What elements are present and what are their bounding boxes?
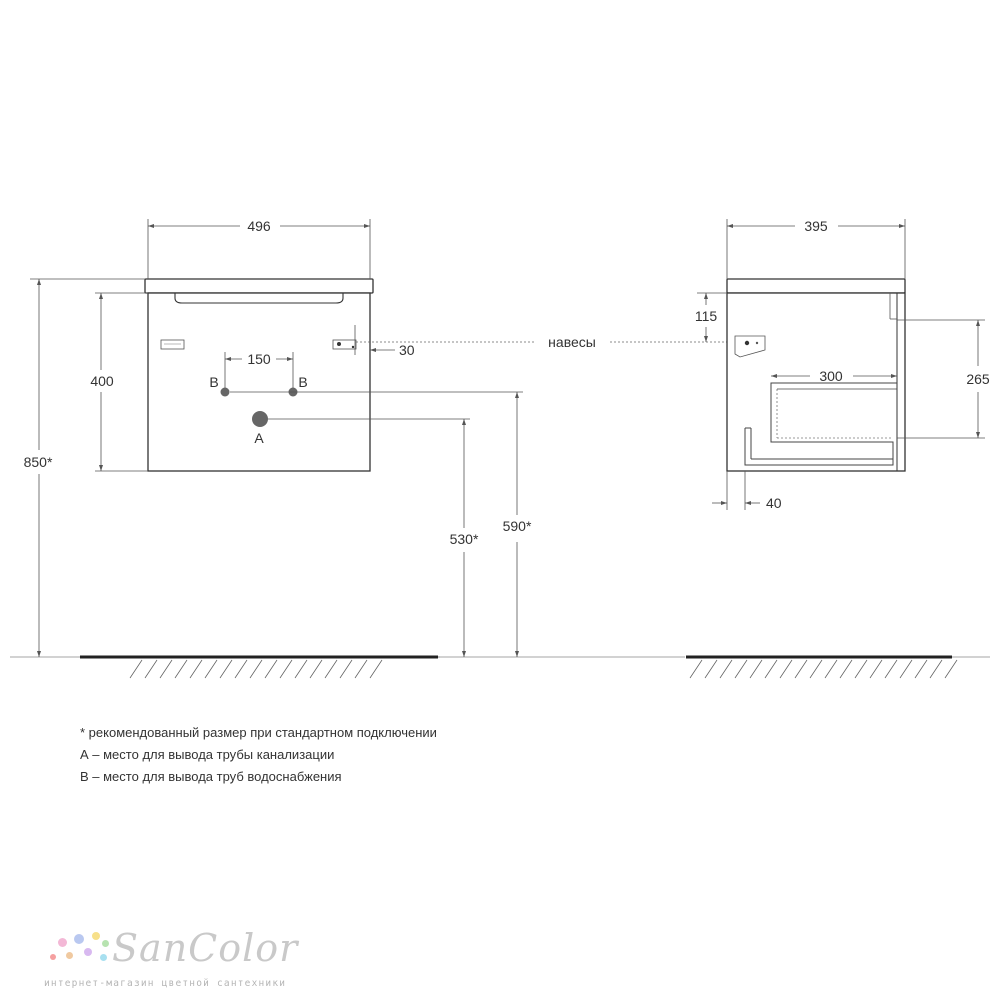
hatch-line (354, 659, 368, 679)
front-countertop (144, 278, 374, 294)
hatch-line (779, 659, 793, 679)
side-drawer (744, 382, 897, 466)
hatch-line (339, 659, 353, 679)
side-drawer-height-label: 265 (966, 371, 990, 387)
front-handle (174, 293, 344, 304)
hatch-line (219, 659, 233, 679)
side-back-gap-label: 40 (766, 495, 782, 511)
hatch-line (309, 659, 323, 679)
note-drain-a: А – место для вывода трубы канализации (80, 747, 335, 762)
front-hanger-left (160, 339, 185, 350)
water-height-label: 590* (503, 518, 532, 534)
pipe-b-left-marker (220, 387, 230, 397)
hatch-line (884, 659, 898, 679)
side-view (726, 278, 906, 472)
hatch-line (899, 659, 913, 679)
logo-dot (102, 940, 109, 947)
note-water-b: В – место для вывода труб водоснабжения (80, 769, 342, 784)
hatch-line (719, 659, 733, 679)
pipe-b-left-label: В (209, 374, 218, 390)
sancolor-logo: SanColor интернет-магазин цветной сантех… (44, 926, 304, 996)
hatch-line (764, 659, 778, 679)
hatch-line (824, 659, 838, 679)
hatch-line (324, 659, 338, 679)
hatch-line (369, 659, 383, 679)
floor-right-hatching (689, 659, 958, 679)
logo-dot (66, 952, 73, 959)
hatch-line (129, 659, 143, 679)
front-total-height-label: 850* (24, 454, 53, 470)
side-cabinet-body (726, 292, 906, 472)
logo-dot (84, 948, 92, 956)
hatch-line (929, 659, 943, 679)
logo-dot (100, 954, 107, 961)
hatch-line (294, 659, 308, 679)
side-hanger-drop-label: 115 (695, 308, 718, 324)
note-recommended: * рекомендованный размер при стандартном… (80, 725, 437, 740)
hatch-line (839, 659, 853, 679)
front-width-label: 496 (247, 218, 271, 234)
side-drawer-depth-label: 300 (819, 368, 843, 384)
hatch-line (734, 659, 748, 679)
hatch-line (869, 659, 883, 679)
hatch-line (159, 659, 173, 679)
front-height-label: 400 (90, 373, 114, 389)
pipe-spacing-label: 150 (247, 351, 271, 367)
hatch-line (264, 659, 278, 679)
side-depth-label: 395 (804, 218, 828, 234)
hatch-line (944, 659, 958, 679)
front-view (144, 278, 374, 472)
hanger-offset-label: 30 (399, 342, 415, 358)
hatch-line (794, 659, 808, 679)
logo-name: SanColor (112, 926, 299, 970)
drain-a-marker (252, 411, 268, 427)
hatch-line (279, 659, 293, 679)
drain-height-label: 530* (450, 531, 479, 547)
hatch-line (704, 659, 718, 679)
side-countertop (726, 278, 906, 294)
front-hanger-right (332, 339, 357, 350)
front-dimensions (30, 219, 745, 657)
hatch-line (144, 659, 158, 679)
hangers-label: навесы (548, 334, 596, 350)
logo-dot (58, 938, 67, 947)
side-hanger (734, 335, 766, 358)
legend-notes: * рекомендованный размер при стандартном… (80, 722, 437, 788)
hatch-line (249, 659, 263, 679)
front-cabinet-body (147, 292, 371, 472)
logo-dot (92, 932, 100, 940)
hatch-line (204, 659, 218, 679)
hatch-line (174, 659, 188, 679)
side-dimensions (697, 219, 985, 510)
logo-dot (50, 954, 56, 960)
floor-left-hatching (129, 659, 383, 679)
logo-dot (74, 934, 84, 944)
hatch-line (189, 659, 203, 679)
pipe-b-right-label: В (298, 374, 307, 390)
hatch-line (234, 659, 248, 679)
hatch-line (914, 659, 928, 679)
hatch-line (854, 659, 868, 679)
drain-a-label: А (254, 430, 264, 446)
hatch-line (809, 659, 823, 679)
logo-tagline: интернет-магазин цветной сантехники (44, 978, 287, 989)
hatch-line (689, 659, 703, 679)
hatch-line (749, 659, 763, 679)
